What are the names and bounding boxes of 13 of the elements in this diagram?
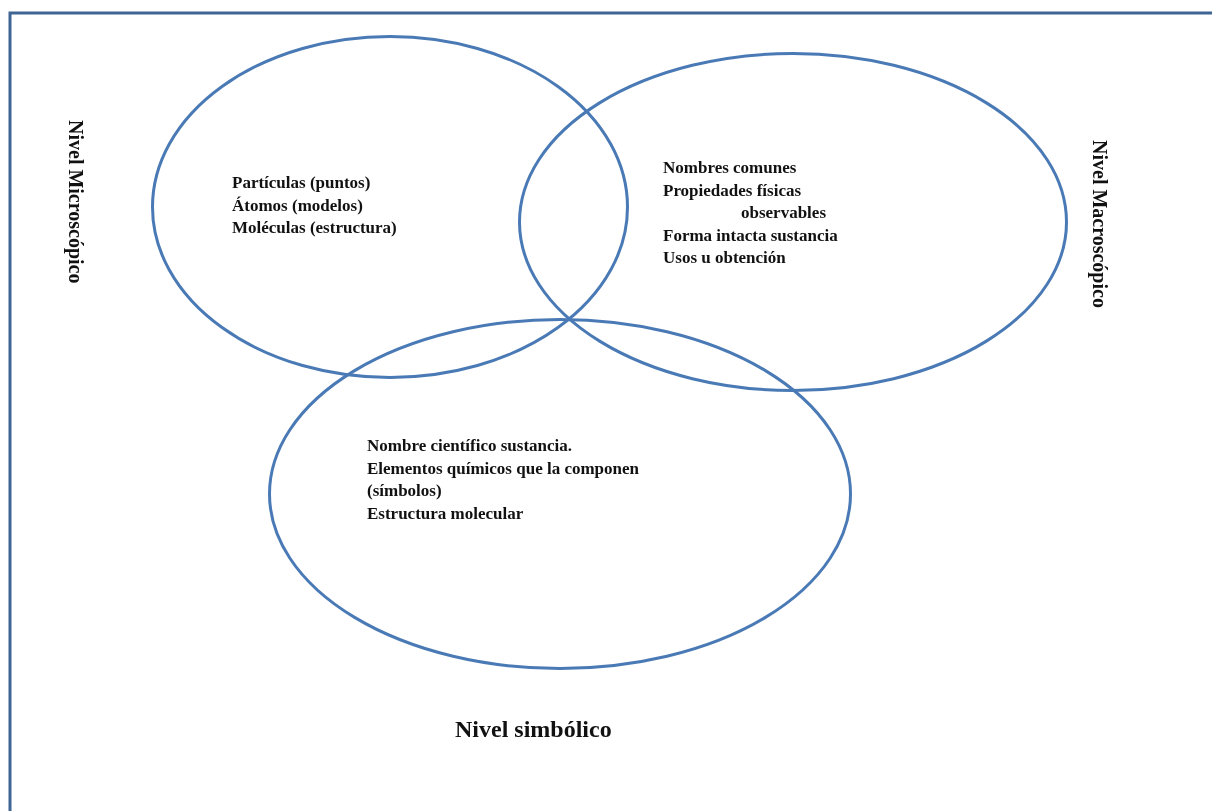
list-item: Partículas (puntos) <box>232 172 372 194</box>
list-item: Moléculas (estructura) <box>232 217 398 239</box>
level-label: Nivel simbólico <box>455 716 612 743</box>
list-item: Estructura molecular <box>367 502 525 525</box>
list-item: Propiedades físicas observables <box>663 179 827 224</box>
list-item: Nombre científico sustancia. <box>367 435 574 457</box>
list-item: Átomos (modelos) <box>232 194 364 217</box>
list-item: Usos u obtención <box>663 247 787 269</box>
list-item: Forma intacta sustancia <box>663 224 839 247</box>
level-label: Nivel Microscópico <box>64 120 87 284</box>
list-item: Elementos químicos que la componen (símbolos) <box>367 457 641 502</box>
list-item: Nombres comunes <box>663 157 798 179</box>
level-label: Nivel Macroscópico <box>1088 140 1111 308</box>
